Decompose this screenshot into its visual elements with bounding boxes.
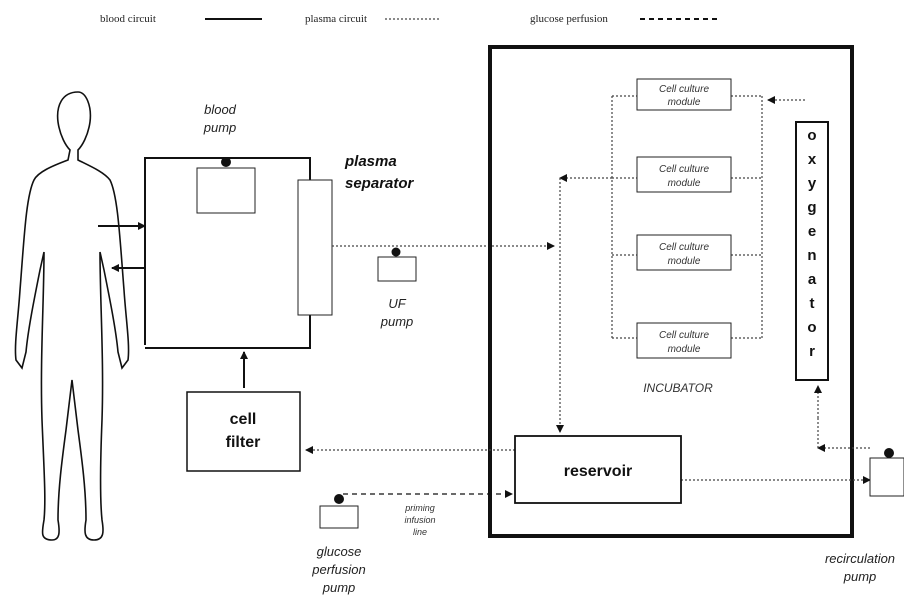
recirculation-pump-label-line2: pump: [843, 569, 877, 584]
oxygenator-letter: y: [808, 175, 817, 192]
cell-filter: [187, 392, 300, 471]
legend-glucose-perfusion: glucose perfusion: [530, 13, 608, 25]
uf-pump-label-line2: pump: [380, 314, 414, 329]
glucose-pump-label-line1: glucose: [317, 544, 362, 559]
cell-filter-label-line2: filter: [226, 434, 261, 451]
cell-culture-modules: Cell culture module Cell culture module …: [637, 79, 731, 358]
reservoir-label: reservoir: [564, 463, 633, 480]
uf-pump-body: [378, 257, 416, 281]
legend-blood-circuit: blood circuit: [100, 13, 156, 25]
plasma-separator-label-line1: plasma: [344, 153, 397, 170]
cell-culture-module: Cell culture module: [637, 323, 731, 358]
plasma-separator-label-line2: separator: [345, 175, 415, 192]
oxygenator-letter: t: [810, 295, 815, 312]
oxygenator-letter: g: [807, 199, 816, 216]
oxygenator-letter: a: [808, 271, 817, 288]
module-label-line2: module: [668, 178, 701, 189]
priming-label-line1: priming: [404, 503, 435, 513]
legend-plasma-circuit: plasma circuit: [305, 13, 367, 25]
module-label-line2: module: [668, 256, 701, 267]
oxygenator-letter: r: [809, 343, 815, 360]
recirculation-pump-rotor-icon: [884, 448, 894, 458]
module-label-line1: Cell culture: [659, 84, 709, 95]
cell-culture-module: Cell culture module: [637, 79, 731, 110]
cell-culture-module: Cell culture module: [637, 157, 731, 192]
glucose-pump-rotor-icon: [334, 494, 344, 504]
glucose-pump-body: [320, 506, 358, 528]
module-label-line2: module: [668, 97, 701, 108]
module-label-line2: module: [668, 344, 701, 355]
module-label-line1: Cell culture: [659, 242, 709, 253]
module-label-line1: Cell culture: [659, 164, 709, 175]
uf-pump-rotor-icon: [392, 248, 401, 257]
legend: blood circuit plasma circuit glucose per…: [100, 13, 718, 25]
blood-pump-body: [197, 168, 255, 213]
recirculation-pump-body: [870, 458, 904, 496]
blood-pump-label-line2: pump: [203, 120, 237, 135]
recirculation-pump-label-line1: recirculation: [825, 551, 895, 566]
blood-pump-label-line1: blood: [204, 102, 237, 117]
blood-pump-rotor-icon: [221, 157, 231, 167]
oxygenator-letter: x: [808, 151, 817, 168]
human-figure: [15, 92, 128, 540]
priming-label-line3: line: [413, 527, 427, 537]
oxygenator-letter: e: [808, 223, 816, 240]
oxygenator-letter: n: [807, 247, 816, 264]
oxygenator-letter: o: [807, 127, 816, 144]
cell-filter-label-line1: cell: [230, 411, 257, 428]
uf-pump-label-line1: UF: [388, 296, 406, 311]
module-label-line1: Cell culture: [659, 330, 709, 341]
glucose-pump-label-line2: perfusion: [311, 562, 365, 577]
plasma-separator: [298, 180, 332, 315]
priming-label-line2: infusion: [404, 515, 435, 525]
cell-culture-module: Cell culture module: [637, 235, 731, 270]
oxygenator-letter: o: [807, 319, 816, 336]
incubator-label: INCUBATOR: [643, 381, 713, 395]
glucose-pump-label-line3: pump: [322, 580, 356, 595]
